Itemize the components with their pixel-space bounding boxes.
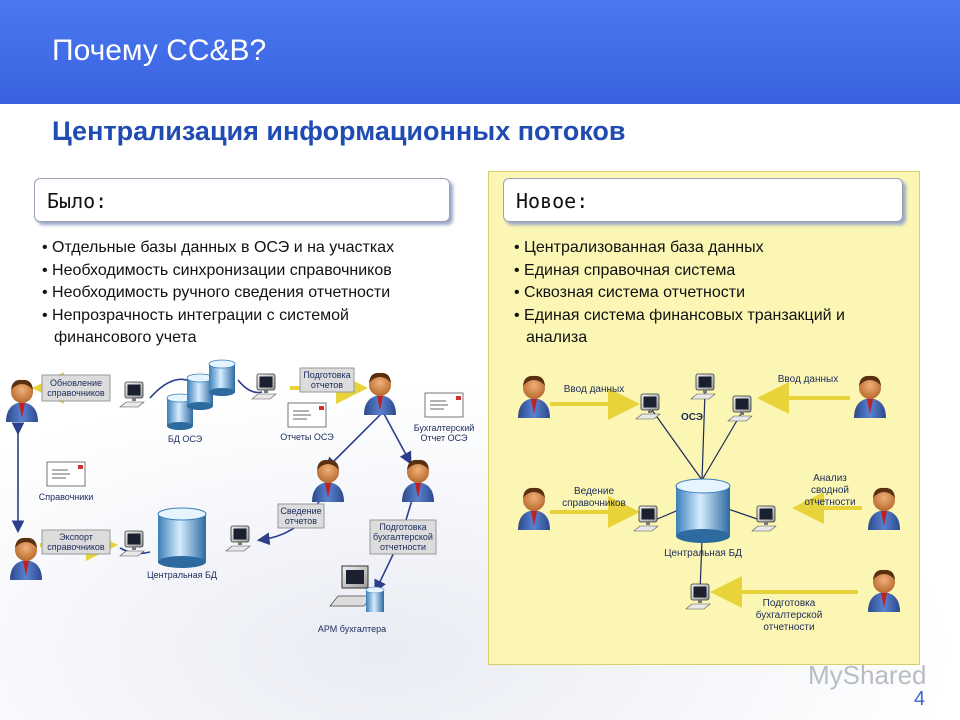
diagram-label: бухгалтерской <box>756 609 823 621</box>
diagram-label: Ввод данных <box>564 384 624 395</box>
computer-icon <box>119 530 145 557</box>
diagram-label: Подготовка <box>303 370 350 380</box>
user-icon <box>6 379 38 422</box>
diagram-label: Сведение <box>280 506 321 516</box>
diagram-label: справочников <box>47 388 105 398</box>
user-icon <box>868 569 900 612</box>
new-bullet: • Централизованная база данных <box>514 239 764 256</box>
connector-line <box>237 379 263 394</box>
new-bullet: • Сквозная система отчетности <box>514 284 746 301</box>
diagram-label: АРМ бухгалтера <box>318 624 386 634</box>
new-bullet: анализа <box>526 329 588 346</box>
old-diagram: Обновление справочников Подготовка отчет… <box>6 359 475 634</box>
user-icon <box>312 459 344 502</box>
diagram-label: справочников <box>47 542 105 552</box>
diagram-label: Обновление <box>50 378 102 388</box>
diagram-label: Бухгалтерский <box>414 423 475 433</box>
watermark: MyShared <box>808 660 927 690</box>
connector-line <box>701 391 706 481</box>
label-box <box>41 374 111 402</box>
label-box <box>277 503 325 529</box>
label-box <box>41 529 111 555</box>
connector-line <box>651 409 703 481</box>
label-box <box>369 519 437 555</box>
computer-icon <box>633 505 659 532</box>
database-icon <box>208 359 236 397</box>
diagram-label: Центральная БД <box>664 548 742 559</box>
computer-icon <box>635 393 661 420</box>
new-label: Новое: <box>503 178 903 222</box>
diagram-label: Ввод данных <box>778 374 838 385</box>
diagram-label: отчетов <box>311 380 343 390</box>
workstation-icon <box>329 565 385 612</box>
computer-icon <box>225 525 251 552</box>
user-icon <box>518 487 550 530</box>
diagram-label: Центральная БД <box>147 570 217 580</box>
connector-line <box>699 539 703 593</box>
diagram-label: Отчеты ОСЭ <box>280 432 334 442</box>
old-bullet: • Непрозрачность интеграции с системой <box>42 306 349 324</box>
connector-line <box>382 411 412 465</box>
user-icon <box>402 459 434 502</box>
computer-icon <box>690 373 716 400</box>
computer-icon <box>727 395 753 422</box>
diagram-label: Экспорт <box>59 532 93 542</box>
diagram-label: Анализ <box>813 473 847 484</box>
diagram-label: Подготовка <box>379 522 426 532</box>
diagram-label: БД ОСЭ <box>168 434 203 444</box>
new-bullet: • Единая система финансовых транзакций и <box>514 306 845 324</box>
computer-icon <box>119 381 145 408</box>
diagram-label: отчетов <box>285 516 317 526</box>
user-icon <box>10 537 42 580</box>
directory-document-icon <box>46 461 86 487</box>
report-document-icon <box>424 392 464 418</box>
diagram-label: справочников <box>562 498 626 509</box>
diagram-label: Подготовка <box>763 598 816 609</box>
user-icon <box>364 372 396 415</box>
old-bullet: • Необходимость синхронизации справочник… <box>42 261 392 279</box>
connector-line <box>324 411 384 471</box>
label-box <box>299 367 355 393</box>
diagram-label: ОСЭ <box>681 412 703 423</box>
user-icon <box>868 487 900 530</box>
computer-icon <box>685 583 711 610</box>
report-document-icon <box>287 402 327 428</box>
new-diagram: Ввод данных Ввод данных ОСЭ Ведение спра… <box>518 373 900 633</box>
old-bullet: • Отдельные базы данных в ОСЭ и на участ… <box>42 239 395 256</box>
old-bullet: финансового учета <box>54 329 197 346</box>
diagram-label: сводной <box>811 485 849 496</box>
new-bullet: • Единая справочная система <box>514 261 736 279</box>
header-banner: Почему CC&B? <box>0 0 960 104</box>
diagram-label: бухгалтерской <box>373 532 433 542</box>
old-label: Было: <box>34 178 450 222</box>
connector-line <box>701 411 743 481</box>
new-bullets: • Централизованная база данных • Единая … <box>514 237 845 350</box>
slide-number: 4 <box>914 688 926 710</box>
slide-subtitle: Централизация информационных потоков <box>52 116 626 146</box>
diagram-label: отчетности <box>763 622 814 633</box>
computer-icon <box>251 373 277 400</box>
diagram-label: отчетности <box>380 542 426 552</box>
old-bullet: • Необходимость ручного сведения отчетно… <box>42 284 391 301</box>
central-database-icon <box>675 478 731 543</box>
diagram-label: Отчет ОСЭ <box>420 433 468 443</box>
user-icon <box>854 375 886 418</box>
diagram-label: Ведение <box>574 486 615 497</box>
slide-title: Почему CC&B? <box>52 34 267 67</box>
user-icon <box>518 375 550 418</box>
diagram-label: Справочники <box>39 492 94 502</box>
old-bullets: • Отдельные базы данных в ОСЭ и на участ… <box>42 237 394 350</box>
diagram-label: отчетности <box>804 497 855 508</box>
central-database-icon <box>157 507 207 568</box>
